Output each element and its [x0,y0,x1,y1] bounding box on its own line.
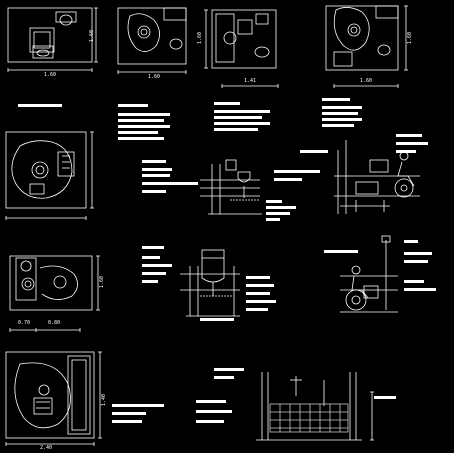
dim-p4-height: 1.60 [407,31,413,44]
notes-row-3 [142,240,436,321]
plan-6-wc-transfer [9,255,100,332]
elevation-wheelchair-wc [334,140,420,214]
plan-5-wheelchair-turning [5,131,94,220]
dim-p1-width: 1.60 [44,72,57,78]
plan-1 [7,7,98,72]
elevation-washbasin [180,249,240,317]
dim-p1-height: 1.60 [89,29,95,42]
plan-8-bath [5,351,102,446]
notes-row-1 [18,98,362,140]
dim-p4-width: 1.60 [360,78,373,84]
dim-p3-height: 1.60 [197,31,203,44]
dim-p6-left: 0.70 [18,320,31,326]
dim-p8-height: 1.40 [101,393,107,406]
elevation-urinal [200,159,262,215]
section-shower-tray [256,372,374,441]
dim-p3-width: 1.41 [244,78,257,84]
plan-3 [204,9,279,88]
plan-4 [325,5,408,88]
notes-row-4 [112,368,396,423]
plan-2 [117,7,187,74]
elevation-wheelchair-grab-bar [340,235,398,313]
dim-p2-width: 1.60 [148,74,161,80]
dim-p8-width: 2.40 [40,445,53,451]
dim-p6-right: 0.80 [48,320,61,326]
dim-p6-height: 1.60 [99,275,105,288]
notes-row-2 [142,134,428,221]
